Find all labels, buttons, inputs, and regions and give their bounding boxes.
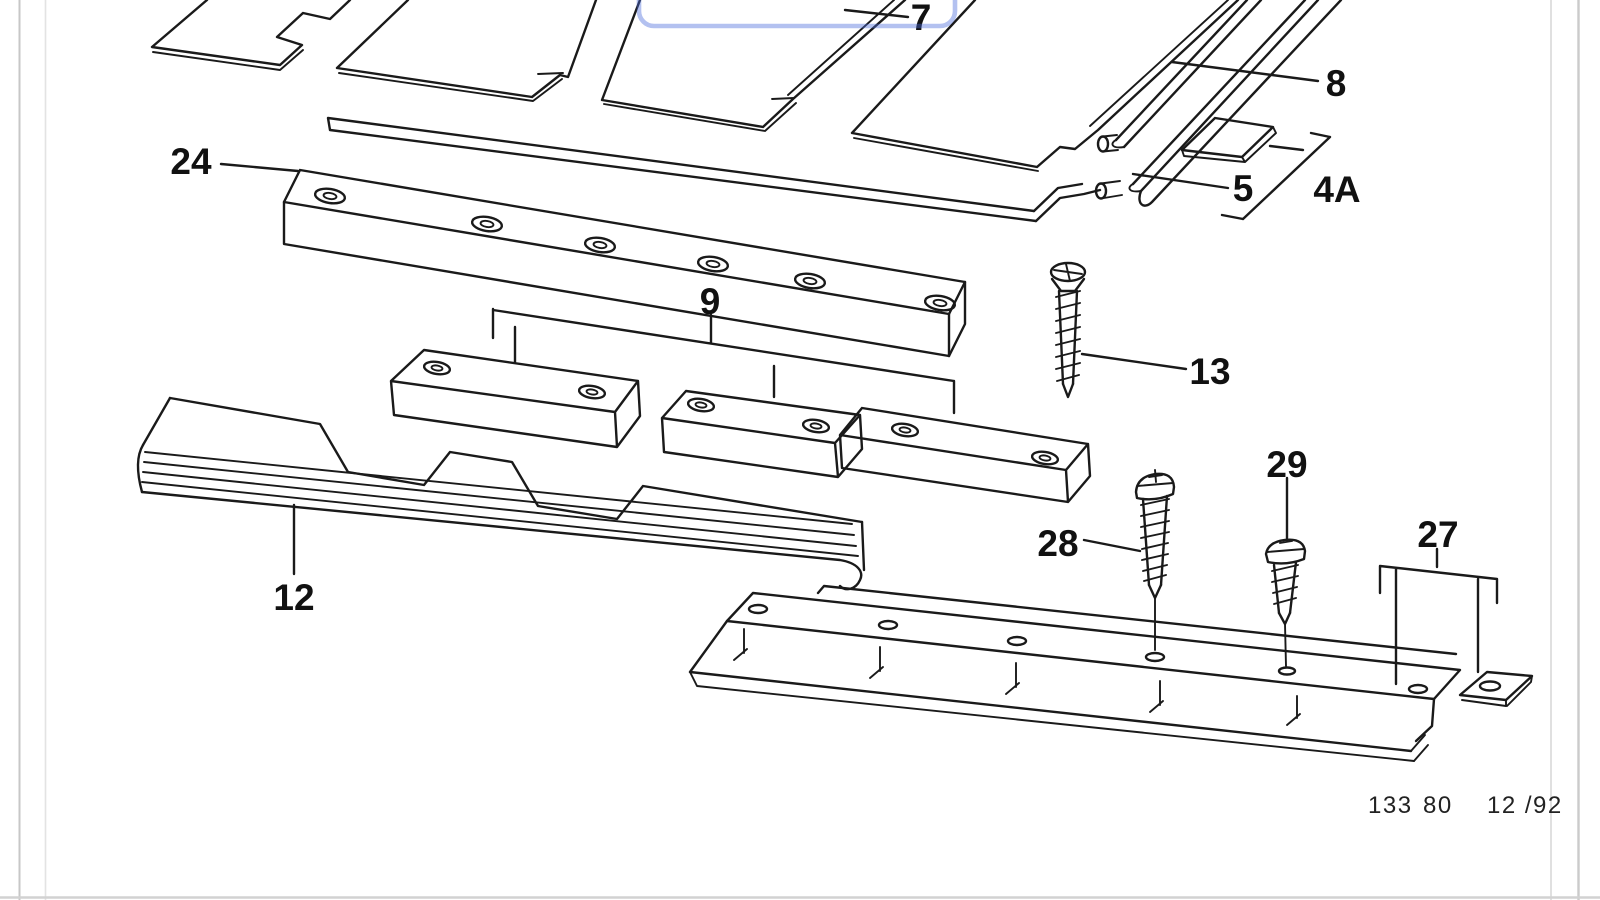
part-slat-4 — [850, 0, 1240, 172]
part-guide-rail — [1094, 0, 1343, 207]
callout-label-13[interactable]: 13 — [1189, 351, 1230, 392]
part-clamp-bar-24 — [282, 168, 967, 358]
bottom-rail-tick-marks — [733, 628, 1301, 726]
part-screw-28 — [1134, 469, 1176, 651]
callout-labels: 7 8 24 5 4A 9 13 12 28 29 27 — [170, 0, 1458, 618]
part-panel — [326, 116, 1102, 223]
callout-label-28[interactable]: 28 — [1037, 523, 1078, 564]
callout-label-7[interactable]: 7 — [911, 0, 932, 38]
part-end-tab-plate — [1458, 670, 1534, 707]
part-plate-4a — [1180, 116, 1277, 163]
part-screw-13 — [1049, 261, 1087, 399]
bottom-rail-holes — [747, 603, 1429, 695]
callout-label-12[interactable]: 12 — [273, 577, 314, 618]
footer-sheet-number: 133 — [1368, 792, 1413, 819]
diagram-art — [136, 0, 1534, 762]
part-screw-29 — [1264, 538, 1307, 667]
callout-leaders — [219, 8, 1499, 686]
part-bottom-rail — [688, 584, 1534, 762]
callout-label-5[interactable]: 5 — [1233, 168, 1254, 209]
callout-label-24[interactable]: 24 — [170, 141, 212, 182]
bar-24-holes — [313, 187, 957, 312]
callout-label-27[interactable]: 27 — [1417, 514, 1458, 555]
part-deflector-rail-12 — [136, 396, 866, 591]
selection-highlight[interactable] — [636, 0, 958, 29]
callout-label-4a[interactable]: 4A — [1313, 169, 1360, 210]
part-slat-1 — [150, 0, 352, 71]
footer-date-code: 12 /92 — [1487, 792, 1563, 819]
callout-label-9[interactable]: 9 — [700, 281, 721, 322]
callout-label-29[interactable]: 29 — [1266, 444, 1307, 485]
footer-code: 133 80 12 /92 — [1368, 792, 1563, 819]
part-slat-2 — [335, 0, 598, 102]
callout-label-8[interactable]: 8 — [1326, 63, 1347, 104]
part-slat-3 — [600, 0, 907, 132]
part-guide-blocks-9 — [389, 348, 1092, 504]
footer-group-number: 80 — [1423, 792, 1453, 819]
